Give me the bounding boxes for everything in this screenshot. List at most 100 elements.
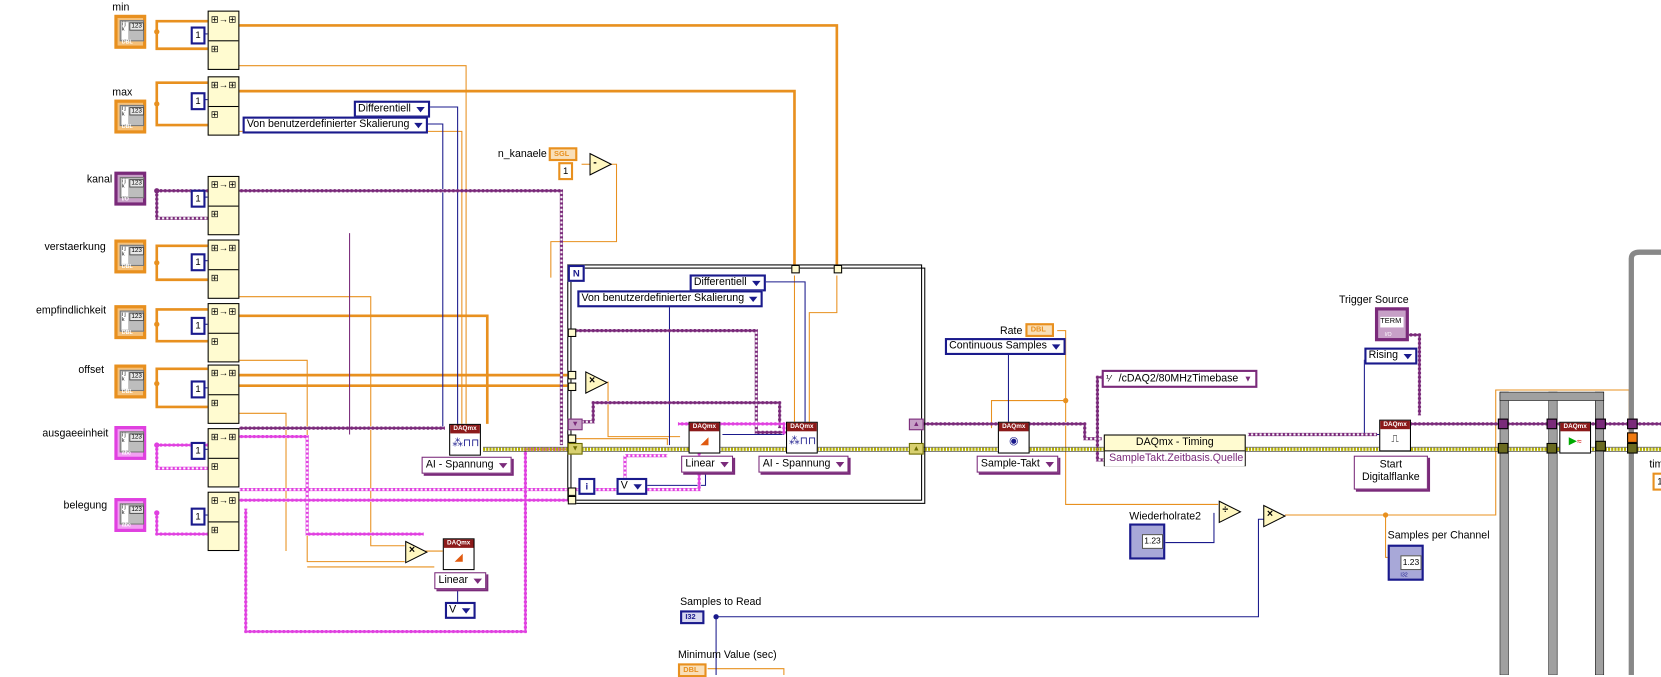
index-constant[interactable]: 1: [190, 92, 206, 111]
shift-register-left-task: ▼: [567, 418, 583, 431]
wiederholrate-label: Wiederholrate2: [1129, 510, 1202, 523]
property-node-item[interactable]: SampleTakt.Zeitbasis.Quelle: [1104, 451, 1245, 467]
rate-label: Rate: [999, 325, 1023, 337]
trigger-edge-enum[interactable]: Rising: [1364, 347, 1418, 365]
delete-from-array-node[interactable]: ⊞→⊞⊞: [207, 428, 240, 488]
control-label-offset: offset: [78, 364, 105, 377]
units-enum[interactable]: V: [444, 601, 476, 619]
multiply-node[interactable]: ×: [1263, 504, 1286, 528]
control-label-min: min: [112, 2, 130, 14]
loop-ai-voltage-ring[interactable]: AI - Spannung: [758, 455, 849, 473]
index-constant[interactable]: 1: [190, 441, 206, 460]
delete-from-array-node[interactable]: ⊞→⊞⊞: [207, 303, 240, 363]
loop-tunnel: [567, 434, 577, 443]
delete-from-array-node[interactable]: ⊞→⊞⊞: [207, 175, 240, 236]
subtract-node[interactable]: -: [589, 152, 613, 176]
daqmx-start-task-node[interactable]: DAQmx▶≈: [1559, 421, 1592, 454]
shift-register-left-error: ▼: [567, 442, 583, 455]
index-constant[interactable]: 1: [190, 380, 206, 399]
loop-scale-type-enum[interactable]: Von benutzerdefinierter Skalierung: [577, 290, 764, 308]
while-loop-tunnel: [1627, 442, 1638, 454]
loop-tunnel: [567, 328, 577, 337]
control-label-empfindlichkeit: empfindlichkeit: [36, 305, 107, 317]
shift-register-right-error: ▲: [908, 442, 924, 455]
wiederholrate-control[interactable]: 1.23: [1129, 523, 1166, 560]
loop-multiply-node[interactable]: ×: [585, 371, 609, 395]
for-loop-count-terminal[interactable]: N: [567, 264, 585, 282]
loop-tunnel: [567, 487, 577, 496]
partial-constant[interactable]: 1: [1652, 472, 1661, 491]
loop-daqmx-create-channel-node[interactable]: DAQmx⁂⊓⊓: [786, 421, 818, 454]
terminal-config-enum[interactable]: Differentiell: [353, 100, 430, 118]
shift-register-right-task: ▲: [908, 418, 924, 431]
property-node-title: DAQmx - Timing: [1104, 436, 1245, 452]
delete-from-array-node[interactable]: ⊞→⊞⊞: [207, 76, 240, 136]
daqmx-timing-node[interactable]: DAQmx◉: [997, 421, 1030, 454]
rate-control[interactable]: DBL: [1025, 323, 1055, 337]
loop-units-enum[interactable]: V: [616, 477, 647, 495]
control-label-max: max: [112, 86, 133, 99]
index-constant[interactable]: 1: [190, 253, 206, 272]
control-label-belegung: belegung: [63, 500, 108, 512]
loop-daqmx-create-scale-node[interactable]: DAQmx◢: [688, 421, 721, 454]
loop-tunnel: [567, 382, 577, 392]
partial-label: tim: [1649, 458, 1661, 471]
sequence-tunnel: [1546, 418, 1558, 430]
linear-scale-ring[interactable]: Linear: [434, 572, 487, 590]
index-constant[interactable]: 1: [190, 507, 206, 526]
loop-linear-scale-ring[interactable]: Linear: [681, 455, 733, 473]
daqmx-timing-property-node[interactable]: DAQmx - Timing SampleTakt.Zeitbasis.Quel…: [1103, 434, 1246, 467]
while-loop-tunnel: [1627, 432, 1638, 443]
delete-from-array-node[interactable]: ⊞→⊞⊞: [207, 491, 240, 552]
n-kanaele-control[interactable]: SGL: [548, 147, 578, 162]
daqmx-create-channel-node[interactable]: DAQmx⁂⊓⊓: [449, 423, 481, 456]
sequence-tunnel: [1497, 418, 1509, 430]
sample-clock-ring[interactable]: Sample-Takt: [976, 455, 1058, 473]
daqmx-trigger-node[interactable]: DAQmx⎍: [1379, 419, 1411, 452]
loop-tunnel: [791, 264, 800, 274]
loop-tunnel: [833, 264, 843, 274]
sample-mode-enum[interactable]: Continuous Samples: [944, 338, 1066, 355]
ai-voltage-ring[interactable]: AI - Spannung: [421, 456, 512, 474]
n-kanaele-constant[interactable]: 1: [558, 162, 574, 181]
samples-per-channel-label: Samples per Channel: [1387, 529, 1490, 542]
sequence-tunnel: [1497, 442, 1509, 454]
loop-tunnel: [567, 495, 577, 505]
delete-from-array-node[interactable]: ⊞→⊞⊞: [207, 10, 240, 70]
for-loop-iteration-terminal: i: [578, 477, 596, 495]
divide-node[interactable]: ÷: [1218, 500, 1242, 524]
sequence-tunnel: [1595, 440, 1606, 452]
daqmx-create-scale-node[interactable]: DAQmx◢: [442, 538, 475, 571]
index-constant[interactable]: 1: [190, 189, 206, 208]
sequence-tunnel: [1595, 418, 1606, 430]
control-label-kanal: kanal: [86, 173, 113, 186]
delete-from-array-node[interactable]: ⊞→⊞⊞: [207, 239, 240, 299]
samples-to-read-label: Samples to Read: [680, 596, 762, 609]
scale-type-enum[interactable]: Von benutzerdefinierter Skalierung: [242, 116, 429, 134]
trigger-source-label: Trigger Source: [1338, 294, 1409, 307]
control-label-ausgaeeinheit: ausgaeeinheit: [42, 428, 109, 440]
index-constant[interactable]: 1: [190, 26, 206, 45]
sequence-tunnel: [1546, 442, 1558, 454]
n-kanaele-label: n_kanaele: [497, 148, 547, 161]
samples-to-read-control[interactable]: I32: [680, 610, 705, 625]
multiply-node[interactable]: ×: [405, 540, 428, 564]
index-constant[interactable]: 1: [190, 316, 206, 335]
minimum-value-label: Minimum Value (sec): [677, 649, 777, 662]
control-label-verstaerkung: verstaerkung: [44, 241, 106, 254]
delete-from-array-node[interactable]: ⊞→⊞⊞: [207, 364, 240, 424]
loop-terminal-config-enum[interactable]: Differentiell: [689, 274, 766, 292]
